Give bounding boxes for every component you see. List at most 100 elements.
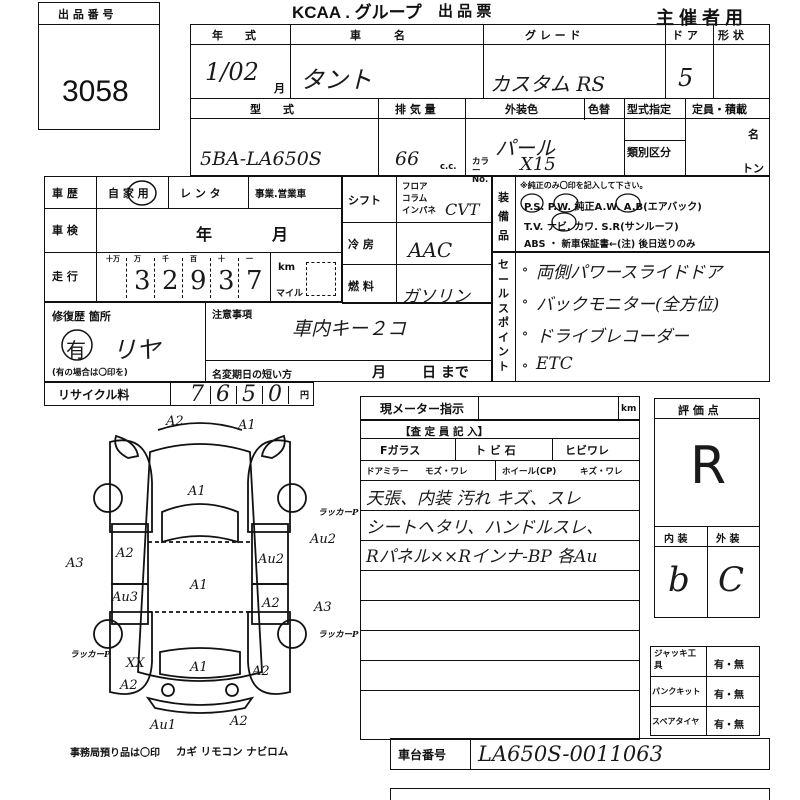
sales-point-bullet: ° (522, 266, 528, 280)
color-change-label: 色替 (588, 103, 610, 116)
grade-score: R (690, 436, 727, 496)
year-value: 1/02 (205, 58, 259, 86)
chip-label: ト ビ 石 (475, 444, 516, 457)
door-value: 5 (678, 64, 694, 92)
door-label: ド ア (672, 29, 698, 42)
mirror-options: モズ・ワレ (425, 467, 468, 477)
jack-label: ジャッキ工具 (654, 649, 697, 671)
interior-label: 内 装 (664, 534, 688, 545)
wheel-options: キズ・ワレ (580, 467, 623, 477)
rust-mark-2: ラッカーP (318, 630, 359, 640)
category-label: 類別区分 (627, 146, 671, 159)
damage-mark: A1 (190, 578, 208, 593)
repair-location: リヤ (112, 336, 160, 364)
displacement-label: 排 気 量 (395, 103, 436, 116)
repair-note: (有の場合は〇印を) (52, 368, 128, 378)
mileage-digit-header: 十 (218, 255, 225, 263)
ext-color-label: 外装色 (505, 103, 538, 116)
persons-unit: 名 (748, 128, 759, 141)
model-value: 5BA-LA650S (200, 148, 322, 170)
rust-mark-1: ラッカーP (318, 508, 359, 518)
damage-mark: A3 (314, 600, 332, 615)
sales-points-block (492, 252, 770, 382)
damage-mark: A2 (116, 546, 134, 561)
business-use: 事業.営業車 (255, 189, 307, 200)
caution-value: 車内キー２コ (292, 318, 407, 340)
sales-point-item: ETC (536, 354, 573, 374)
mileage-digit-header: 十万 (106, 255, 120, 263)
front-glass-label: Fガラス (380, 444, 421, 457)
shift-instpanel: インパネ (402, 206, 437, 216)
recycle-digit: 0 (268, 382, 282, 407)
organizer-use: 主 催 者 用 (656, 8, 744, 28)
rust-mark-3: ラッカーP (70, 650, 111, 660)
damage-mark: Au1 (150, 718, 177, 733)
sales-point-bullet: ° (522, 298, 528, 312)
shaken-label: 車 検 (52, 224, 78, 237)
vehicle-info-block (190, 24, 770, 176)
grade-score-label: 評 価 点 (678, 404, 719, 417)
recycle-digit-divider (288, 386, 289, 404)
recycle-digit: 7 (190, 382, 204, 407)
mileage-digit: 3 (218, 266, 235, 296)
name-change-label: 名変期日の短い方 (212, 370, 292, 381)
exterior-grade: C (718, 560, 745, 600)
inspection-block (360, 420, 640, 740)
car-name-value: タント (300, 66, 372, 94)
mileage-digit: 2 (162, 266, 179, 296)
name-change-day: 日 まで (422, 365, 469, 381)
car-damage-diagram (93, 422, 307, 714)
sales-point-item: 両側パワースライドドア (536, 263, 723, 283)
mileage-digit-divider (182, 258, 183, 298)
mileage-digit: 9 (190, 266, 207, 296)
puncture-label: パンクキット (652, 687, 701, 696)
damage-mark: XX (126, 656, 145, 671)
damage-mark: A3 (66, 556, 84, 571)
meter-block (360, 396, 640, 420)
model-label: 型 式 (250, 103, 294, 116)
damage-mark: Au2 (258, 552, 285, 567)
lot-number-box (38, 2, 160, 130)
damage-mark: A1 (238, 418, 256, 433)
mileage-digit-header: 百 (190, 255, 197, 263)
recycle-digit: 5 (242, 382, 256, 407)
spec-block (342, 176, 492, 304)
mileage-digit-divider (126, 258, 127, 298)
shift-label: シフト (348, 194, 381, 207)
equipment-side-label: 装備品 (498, 191, 509, 242)
year-label: 年 式 (212, 29, 256, 42)
recycle-digit-divider (262, 386, 263, 404)
equipment-circles-1 (520, 193, 641, 213)
mileage-digit-divider (210, 258, 211, 298)
recycle-block (44, 382, 314, 406)
sales-point-bullet: ° (522, 330, 528, 344)
repair-block (44, 302, 492, 382)
fuel-label: 燃 料 (348, 280, 374, 293)
mileage-digit-divider (154, 258, 155, 298)
equipment-note: ※純正のみ〇印を記入して下さい。 (520, 181, 648, 190)
recycle-digit-divider (236, 386, 237, 404)
damage-mark: A1 (188, 484, 206, 499)
damage-mark: A2 (230, 714, 248, 729)
sheet-title: 出 品 票 (438, 3, 492, 20)
private-use-circle (127, 180, 157, 206)
car-name-label: 車 名 (350, 29, 405, 42)
repair-has-circle (61, 329, 93, 361)
ac-value: AAC (408, 238, 453, 262)
shift-floor: フロア (402, 182, 428, 192)
cc-unit: c.c. (440, 162, 457, 172)
sales-point-bullet: ° (522, 362, 528, 376)
mile-checkbox (306, 262, 336, 296)
sales-point-item: ドライブレコーダー (536, 327, 689, 347)
exterior-label: 外 装 (716, 534, 740, 545)
inspection-header: 【査 定 員 記 入】 (400, 426, 489, 438)
usage-block (44, 176, 342, 302)
equipment-line-1: P.S. P.W. 純正A.W. A.B(エアバック) (524, 202, 702, 213)
ton-unit: トン (742, 162, 764, 175)
equipment-block (492, 176, 770, 252)
chassis-block (390, 738, 770, 770)
mileage-digit-divider (238, 258, 239, 298)
mileage-digit-header: 千 (162, 255, 169, 263)
spare-label: スペアタイヤ (652, 717, 700, 726)
equipment-line-3: ABS ・ 新車保証書←(注) 後日送りのみ (524, 239, 696, 250)
